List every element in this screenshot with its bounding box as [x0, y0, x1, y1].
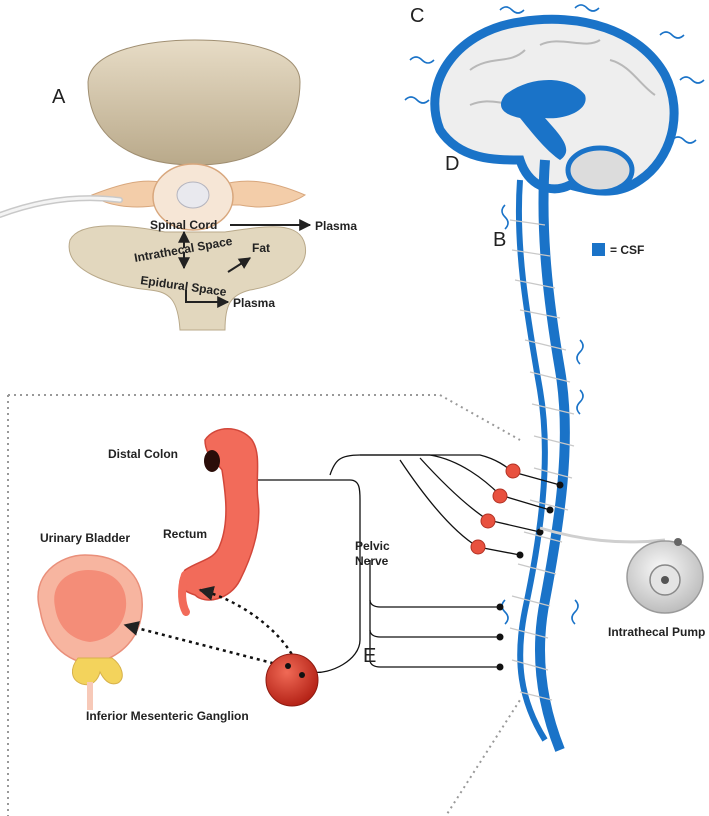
csf-legend-label: = CSF	[610, 243, 644, 257]
arrow-to-fat	[227, 257, 252, 273]
vertebral-arch	[68, 225, 306, 331]
intrathecal-pump	[539, 526, 704, 614]
arrow-to-plasma-lower	[185, 290, 230, 308]
colon-lumen	[204, 450, 220, 472]
distal-colon-label: Distal Colon	[108, 447, 178, 461]
plasma-upper-label: Plasma	[315, 219, 357, 233]
rectum-label: Rectum	[163, 527, 207, 541]
spinal-canal-csf	[535, 159, 570, 752]
nerve-connections	[255, 454, 561, 674]
spinal-cord-label: Spinal Cord	[150, 218, 217, 232]
vertebral-body	[87, 39, 301, 166]
urinary-bladder	[37, 554, 143, 710]
pump-catheter	[539, 526, 666, 544]
panel-c-label: C	[410, 5, 424, 27]
brain-ventricle	[500, 80, 586, 160]
distal-colon-shape	[179, 428, 260, 601]
panel-e-label: E	[363, 645, 376, 667]
urinary-bladder-label: Urinary Bladder	[40, 531, 130, 545]
spinal-connection-points	[496, 481, 564, 671]
pelvic-nerve-label-2: Nerve	[355, 554, 389, 568]
plasma-lower-label: Plasma	[233, 296, 275, 310]
intrathecal-pump-label: Intrathecal Pump	[608, 625, 705, 639]
cerebellum	[565, 145, 635, 195]
panel-b-label: B	[493, 229, 506, 251]
prostate	[72, 657, 123, 686]
rectum-tail	[178, 571, 190, 616]
brain-and-spine	[404, 4, 705, 752]
bladder-inner	[54, 570, 127, 642]
csf-legend-swatch	[592, 243, 605, 256]
panel-a-label: A	[52, 86, 66, 108]
fat-label: Fat	[252, 241, 270, 255]
grey-matter	[176, 181, 210, 209]
pelvic-nerve-label-1: Pelvic	[355, 539, 390, 553]
dotted-to-rectum	[198, 586, 297, 661]
panel-d-label: D	[445, 153, 459, 175]
dorsal-root-ganglia	[470, 463, 521, 555]
spinal-cross-section	[0, 39, 312, 331]
dotted-to-bladder	[123, 621, 281, 667]
ganglion-label: Inferior Mesenteric Ganglion	[86, 709, 249, 723]
inferior-mesenteric-ganglion	[265, 653, 319, 707]
colon	[178, 428, 260, 616]
inset-dashed-border	[7, 394, 521, 816]
